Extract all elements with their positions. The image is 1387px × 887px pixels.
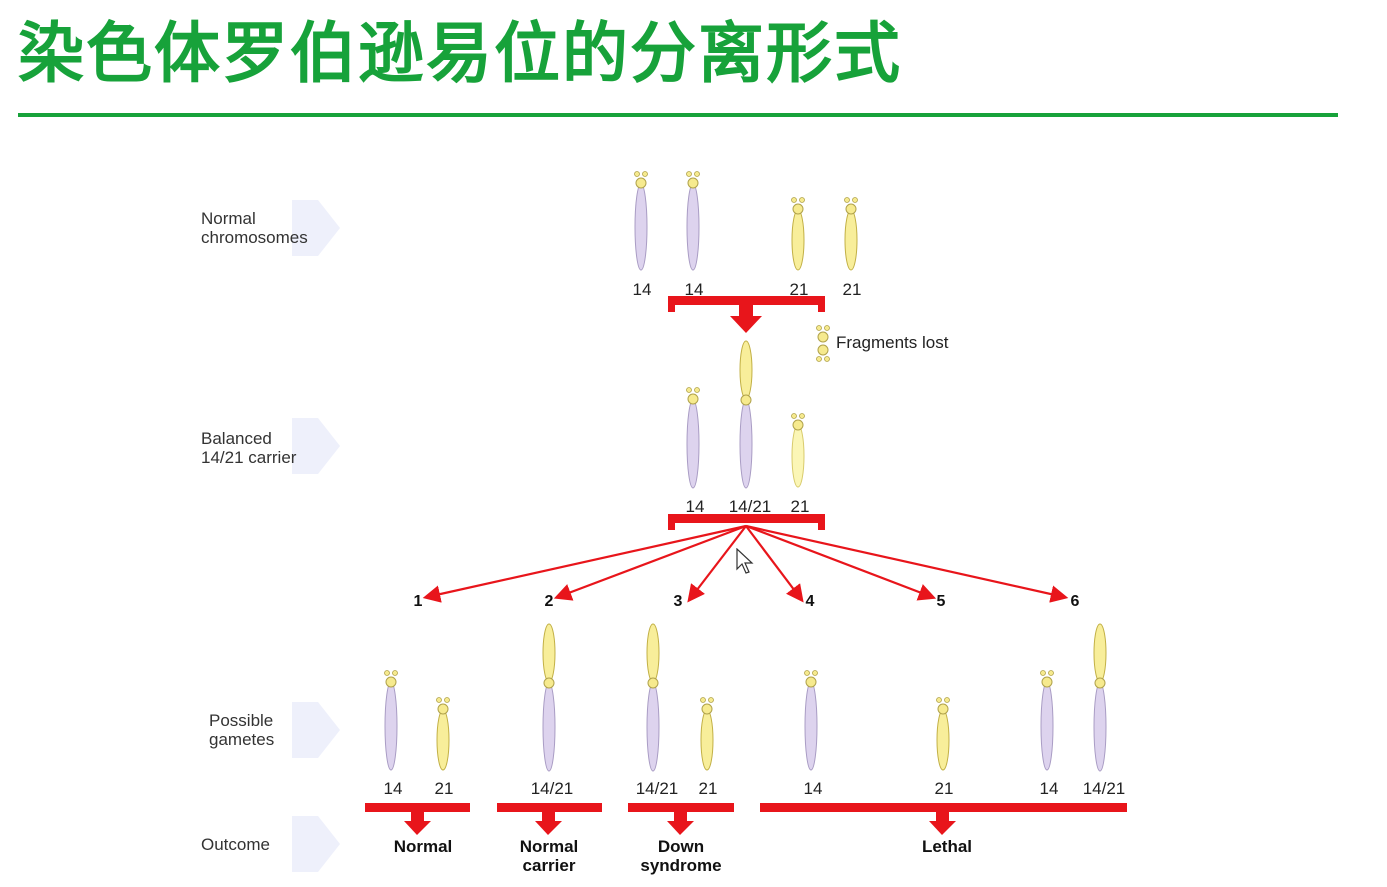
normal-label-1: 14 — [633, 280, 652, 299]
gamete-5-chromosome-21 — [936, 697, 950, 771]
gamete-5-label-1: 21 — [935, 779, 954, 798]
row-label-gametes-line1: Possible — [209, 711, 273, 730]
chromosome-21-a — [791, 197, 805, 271]
gamete-1-chromosome-21 — [436, 697, 450, 771]
outcome-down-line2: syndrome — [640, 856, 721, 875]
gamete-6-chromosome-14-21 — [1093, 623, 1107, 772]
gamete-6-label-1: 14 — [1040, 779, 1059, 798]
chromosome-21-b — [844, 197, 858, 271]
carrier-chromosome-14 — [686, 387, 700, 489]
row-chevron-outcome — [292, 816, 340, 872]
gamete-3-label-2: 21 — [699, 779, 718, 798]
path-number-5: 5 — [937, 593, 946, 610]
gamete-1-chromosome-14 — [384, 670, 398, 771]
outcome-bracket-normal-carrier — [497, 803, 602, 835]
mouse-cursor-icon — [736, 548, 754, 574]
carrier-label-2: 14/21 — [729, 497, 772, 516]
gamete-2-label-1: 14/21 — [531, 779, 574, 798]
outcome-down-line1: Down — [658, 837, 704, 856]
carrier-label-3: 21 — [791, 497, 810, 516]
arrow-path-5 — [745, 524, 937, 601]
gamete-4-label-1: 14 — [804, 779, 823, 798]
gamete-6-chromosome-14 — [1040, 670, 1054, 771]
gamete-3-chromosome-14-21 — [646, 623, 660, 772]
gamete-3-label-1: 14/21 — [636, 779, 679, 798]
outcome-bracket-normal — [365, 803, 470, 835]
row-chevrons — [292, 200, 340, 872]
fragments-lost-label: Fragments lost — [836, 333, 949, 352]
normal-label-4: 21 — [843, 280, 862, 299]
normal-label-3: 21 — [790, 280, 809, 299]
row-label-normal-line2: chromosomes — [201, 228, 308, 247]
gamete-1-label-1: 14 — [384, 779, 403, 798]
arrow-path-1 — [422, 524, 747, 603]
gamete-6-label-2: 14/21 — [1083, 779, 1126, 798]
gamete-4-chromosome-14 — [804, 670, 818, 771]
path-number-2: 2 — [545, 593, 554, 610]
normal-label-2: 14 — [685, 280, 704, 299]
segregation-bracket — [668, 514, 825, 530]
gamete-1-label-2: 21 — [435, 779, 454, 798]
row-chevron-gametes — [292, 702, 340, 758]
chromosome-14-b — [686, 171, 700, 271]
path-number-4: 4 — [806, 593, 815, 610]
arrow-path-4 — [745, 525, 804, 603]
outcome-normal-carrier-line2: carrier — [523, 856, 576, 875]
carrier-label-1: 14 — [686, 497, 705, 516]
fusion-bracket — [668, 296, 825, 333]
gamete-2-chromosome-14-21 — [542, 623, 556, 772]
path-number-3: 3 — [674, 593, 683, 610]
carrier-chromosome-14-21 — [739, 340, 753, 489]
chromosome-14-a — [634, 171, 648, 271]
row-label-balanced-line1: Balanced — [201, 429, 272, 448]
path-number-6: 6 — [1071, 593, 1080, 610]
row-chevron-normal — [292, 200, 340, 256]
arrow-path-2 — [553, 524, 747, 601]
outcome-lethal: Lethal — [922, 837, 972, 856]
outcome-bracket-down — [628, 803, 734, 835]
row-label-gametes-line2: gametes — [209, 730, 274, 749]
arrow-path-3 — [687, 525, 747, 603]
row-label-outcome: Outcome — [201, 835, 270, 854]
carrier-chromosome-21 — [791, 413, 805, 488]
outcome-brackets — [365, 803, 1127, 835]
fragments-lost-icon — [816, 325, 830, 362]
outcome-normal-carrier-line1: Normal — [520, 837, 579, 856]
title-rule — [18, 113, 1338, 117]
row-label-normal-line1: Normal — [201, 209, 256, 228]
arrow-path-6 — [745, 524, 1069, 603]
segregation-arrows — [422, 524, 1069, 603]
slide-title: 染色体罗伯逊易位的分离形式 — [18, 15, 902, 92]
gamete-3-chromosome-21 — [700, 697, 714, 771]
path-number-1: 1 — [414, 593, 423, 610]
row-chevron-balanced — [292, 418, 340, 474]
outcome-bracket-lethal — [760, 803, 1127, 835]
outcome-normal: Normal — [394, 837, 453, 856]
row-label-balanced-line2: 14/21 carrier — [201, 448, 297, 467]
